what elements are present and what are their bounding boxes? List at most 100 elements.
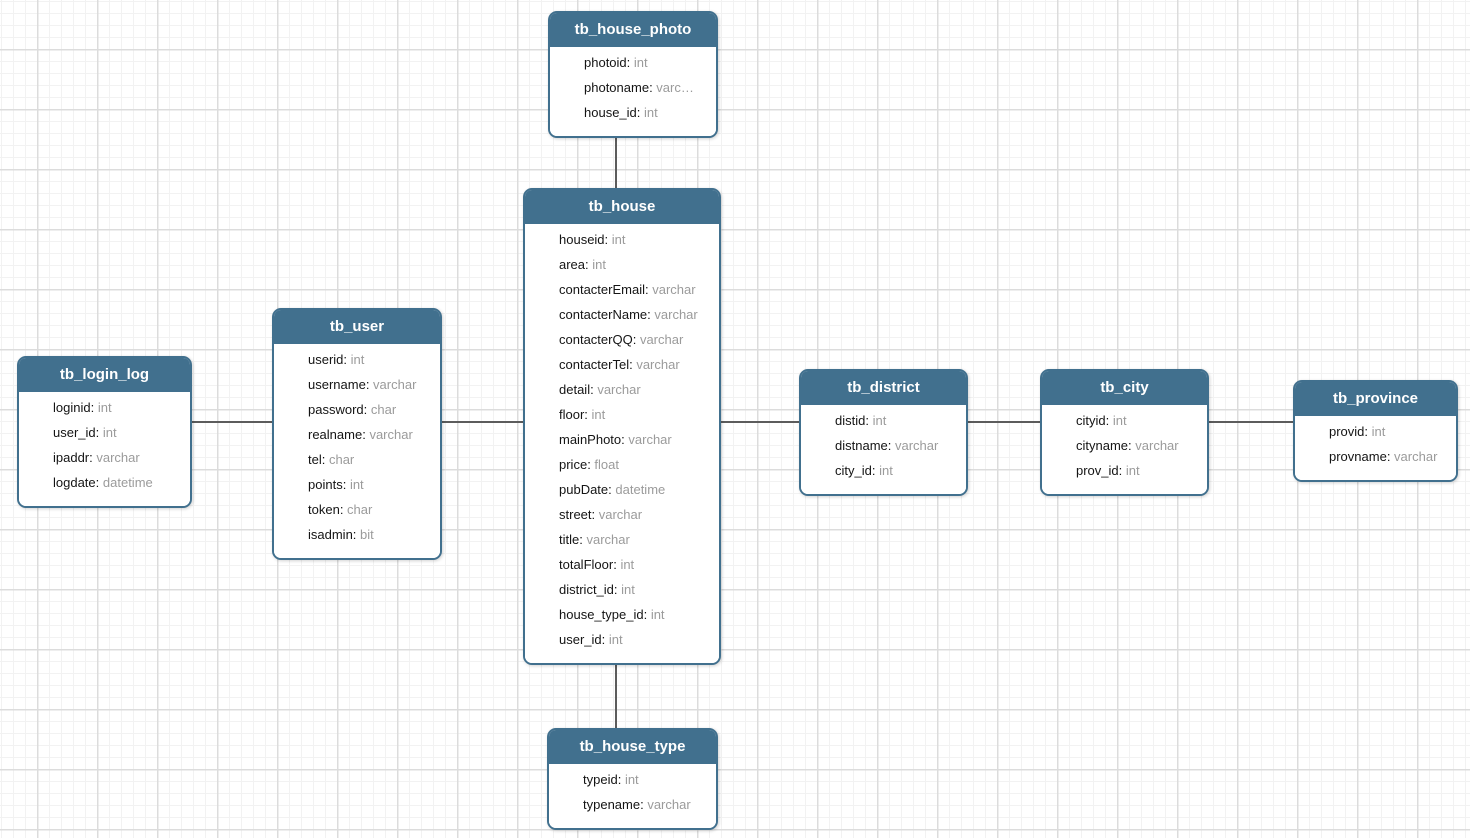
field-name: isadmin: [308, 527, 353, 542]
field-type: int: [620, 557, 635, 572]
field-row-title[interactable]: title: varchar: [525, 527, 719, 552]
field-name: mainPhoto: [559, 432, 622, 447]
field-row-user_id[interactable]: user_id: int: [19, 420, 190, 445]
field-row-isadmin[interactable]: isadmin: bit: [274, 522, 440, 547]
field-row-contacterName[interactable]: contacterName: varchar: [525, 302, 719, 327]
field-row-cityid[interactable]: cityid: int: [1042, 408, 1207, 433]
field-row-prov_id[interactable]: prov_id: int: [1042, 458, 1207, 483]
field-type: int: [1371, 424, 1386, 439]
connector-tb_house--tb_district[interactable]: [717, 421, 803, 423]
field-name: floor: [559, 407, 585, 422]
field-row-mainPhoto[interactable]: mainPhoto: varchar: [525, 427, 719, 452]
field-row-tel[interactable]: tel: char: [274, 447, 440, 472]
connector-tb_login_log--tb_user[interactable]: [188, 421, 276, 423]
table-title-tb_city[interactable]: tb_city: [1042, 371, 1207, 405]
field-row-street[interactable]: street: varchar: [525, 502, 719, 527]
connector-tb_city--tb_province[interactable]: [1205, 421, 1297, 423]
table-title-tb_house_photo[interactable]: tb_house_photo: [550, 13, 716, 47]
connector-tb_district--tb_city[interactable]: [964, 421, 1044, 423]
field-name: contacterName: [559, 307, 648, 322]
field-name: username: [308, 377, 366, 392]
field-row-house_id[interactable]: house_id: int: [550, 100, 716, 125]
field-row-username[interactable]: username: varchar: [274, 372, 440, 397]
table-title-tb_house_type[interactable]: tb_house_type: [549, 730, 716, 764]
field-row-contacterEmail[interactable]: contacterEmail: varchar: [525, 277, 719, 302]
field-separator: :: [591, 507, 599, 522]
field-name: photoname: [584, 80, 650, 95]
connector-tb_user--tb_house[interactable]: [438, 421, 527, 423]
connector-tb_house_photo--tb_house[interactable]: [615, 128, 617, 192]
field-row-detail[interactable]: detail: varchar: [525, 377, 719, 402]
field-name: typename: [583, 797, 641, 812]
field-row-user_id[interactable]: user_id: int: [525, 627, 719, 652]
field-type: int: [102, 425, 117, 440]
field-name: distid: [835, 413, 866, 428]
field-separator: :: [352, 527, 361, 542]
table-title-tb_house[interactable]: tb_house: [525, 190, 719, 224]
field-name: ipaddr: [53, 450, 90, 465]
field-row-provid[interactable]: provid: int: [1295, 419, 1456, 444]
field-row-typename[interactable]: typename: varchar: [549, 792, 716, 817]
field-separator: :: [339, 502, 348, 517]
field-row-distname[interactable]: distname: varchar: [801, 433, 966, 458]
field-row-price[interactable]: price: float: [525, 452, 719, 477]
field-row-userid[interactable]: userid: int: [274, 347, 440, 372]
field-row-ipaddr[interactable]: ipaddr: varchar: [19, 445, 190, 470]
field-name: token: [308, 502, 340, 517]
field-row-city_id[interactable]: city_id: int: [801, 458, 966, 483]
table-title-tb_login_log[interactable]: tb_login_log: [19, 358, 190, 392]
field-row-typeid[interactable]: typeid: int: [549, 767, 716, 792]
field-row-house_type_id[interactable]: house_type_id: int: [525, 602, 719, 627]
field-type: int: [592, 257, 606, 272]
field-type: varchar: [654, 307, 698, 322]
field-type: varchar: [636, 357, 680, 372]
field-row-loginid[interactable]: loginid: int: [19, 395, 190, 420]
table-title-tb_province[interactable]: tb_province: [1295, 382, 1456, 416]
connector-tb_house--tb_house_type[interactable]: [615, 660, 617, 732]
field-type: varchar: [647, 797, 691, 812]
field-name: city_id: [835, 463, 872, 478]
field-row-realname[interactable]: realname: varchar: [274, 422, 440, 447]
field-name: photoid: [584, 55, 627, 70]
field-row-houseid[interactable]: houseid: int: [525, 227, 719, 252]
field-row-totalFloor[interactable]: totalFloor: int: [525, 552, 719, 577]
field-row-district_id[interactable]: district_id: int: [525, 577, 719, 602]
field-row-password[interactable]: password: char: [274, 397, 440, 422]
field-row-contacterTel[interactable]: contacterTel: varchar: [525, 352, 719, 377]
field-row-token[interactable]: token: char: [274, 497, 440, 522]
table-title-tb_district[interactable]: tb_district: [801, 371, 966, 405]
field-row-cityname[interactable]: cityname: varchar: [1042, 433, 1207, 458]
field-row-photoid[interactable]: photoid: int: [550, 50, 716, 75]
field-row-area[interactable]: area: int: [525, 252, 719, 277]
field-row-contacterQQ[interactable]: contacterQQ: varchar: [525, 327, 719, 352]
field-row-points[interactable]: points: int: [274, 472, 440, 497]
field-row-provname[interactable]: provname: varchar: [1295, 444, 1456, 469]
field-row-distid[interactable]: distid: int: [801, 408, 966, 433]
field-name: detail: [559, 382, 591, 397]
field-row-logdate[interactable]: logdate: datetime: [19, 470, 190, 495]
field-name: userid: [308, 352, 344, 367]
field-type: varc…: [656, 80, 694, 95]
field-separator: :: [1118, 463, 1126, 478]
field-name: logdate: [53, 475, 96, 490]
table-title-tb_user[interactable]: tb_user: [274, 310, 440, 344]
field-name: contacterEmail: [559, 282, 645, 297]
field-row-floor[interactable]: floor: int: [525, 402, 719, 427]
field-row-photoname[interactable]: photoname: varc…: [550, 75, 716, 100]
field-name: price: [559, 457, 588, 472]
field-name: contacterTel: [559, 357, 630, 372]
field-row-pubDate[interactable]: pubDate: datetime: [525, 477, 719, 502]
